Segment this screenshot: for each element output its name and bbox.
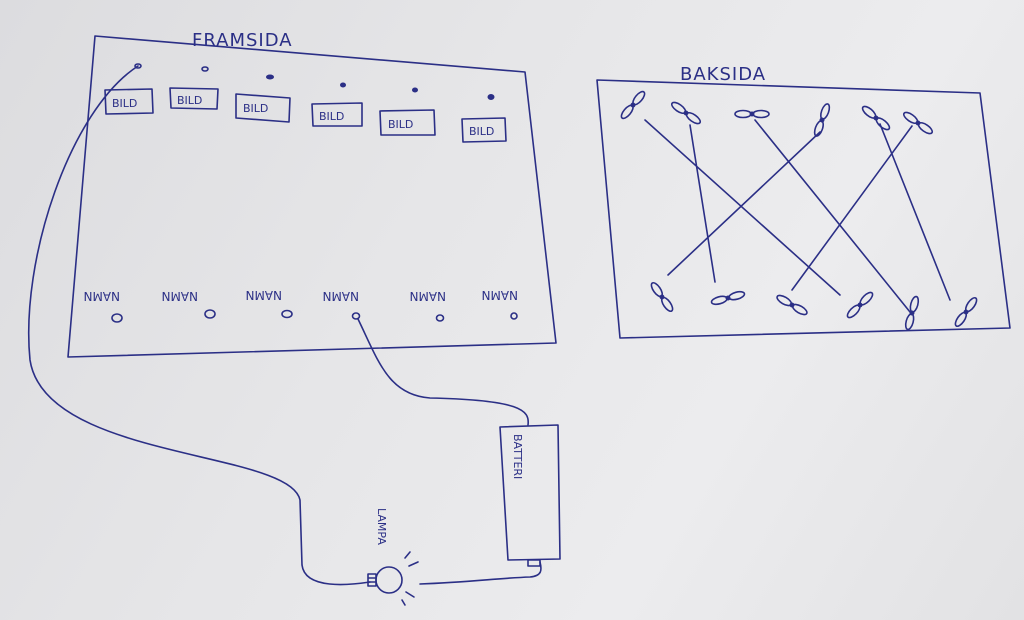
contact-hole	[351, 312, 361, 320]
lamp-label: LAMPA	[375, 508, 388, 545]
contact-hole	[510, 312, 518, 320]
name-label: NAMN	[481, 288, 518, 302]
name-label: NAMN	[409, 289, 446, 303]
back-board-outline	[596, 79, 1011, 339]
contact-hole	[412, 87, 418, 93]
front-title: FRAMSIDA	[192, 30, 293, 51]
wire-name-to-battery	[357, 318, 529, 426]
battery: BATTERI	[499, 424, 561, 567]
picture-box: BILD	[104, 88, 154, 115]
back-title: BAKSIDA	[680, 64, 766, 85]
lamp: LAMPA	[367, 508, 419, 606]
fan-contact-icon	[861, 105, 891, 131]
fan-contact-icon	[776, 294, 808, 316]
back-wires	[644, 119, 951, 313]
name-label: NAMN	[161, 289, 198, 303]
bulb-icon	[375, 566, 403, 594]
picture-box: BILD	[461, 117, 507, 143]
contact-hole	[204, 309, 216, 319]
wire-lamp-to-battery	[419, 561, 542, 585]
fan-contact-icon	[650, 281, 674, 313]
fan-contact-icon	[620, 90, 646, 120]
wire-front-to-lamp	[27, 65, 371, 586]
contact-hole	[134, 63, 142, 69]
fan-contact-icon	[902, 111, 934, 135]
contact-hole	[487, 94, 495, 100]
front-board: FRAMSIDA BILD BILD BILD BILD BILD	[67, 30, 557, 358]
circuit: BATTERI LAMPA	[27, 65, 561, 606]
picture-box: BILD	[379, 109, 436, 136]
name-label: NAMN	[83, 289, 120, 303]
contact-hole	[201, 66, 209, 72]
contact-hole	[266, 74, 274, 80]
svg-text:BILD: BILD	[319, 110, 344, 123]
fan-contact-icon	[734, 109, 770, 119]
svg-text:BILD: BILD	[388, 118, 413, 131]
svg-text:BILD: BILD	[469, 125, 494, 138]
front-board-outline	[67, 35, 557, 358]
battery-terminal	[527, 559, 541, 567]
light-rays	[401, 551, 419, 606]
picture-box: BILD	[311, 102, 363, 127]
svg-text:BILD: BILD	[177, 94, 202, 107]
contact-hole	[111, 313, 123, 323]
fan-contact-icon	[846, 291, 874, 319]
picture-box: BILD	[169, 87, 219, 110]
svg-text:BILD: BILD	[112, 97, 137, 110]
back-board: BAKSIDA	[596, 64, 1011, 339]
fan-contact-icon	[904, 295, 920, 331]
picture-box: BILD	[235, 93, 291, 123]
fan-contact-icon	[954, 296, 978, 328]
fan-contact-icon	[813, 103, 831, 137]
fan-contact-icon	[670, 101, 702, 125]
fan-contact-icon	[710, 290, 746, 306]
name-label: NAMN	[245, 288, 282, 302]
contact-hole	[281, 309, 293, 319]
contact-hole	[340, 82, 346, 88]
battery-label: BATTERI	[511, 434, 524, 479]
contact-hole	[435, 314, 445, 322]
svg-text:BILD: BILD	[243, 102, 268, 115]
name-label: NAMN	[322, 289, 359, 303]
